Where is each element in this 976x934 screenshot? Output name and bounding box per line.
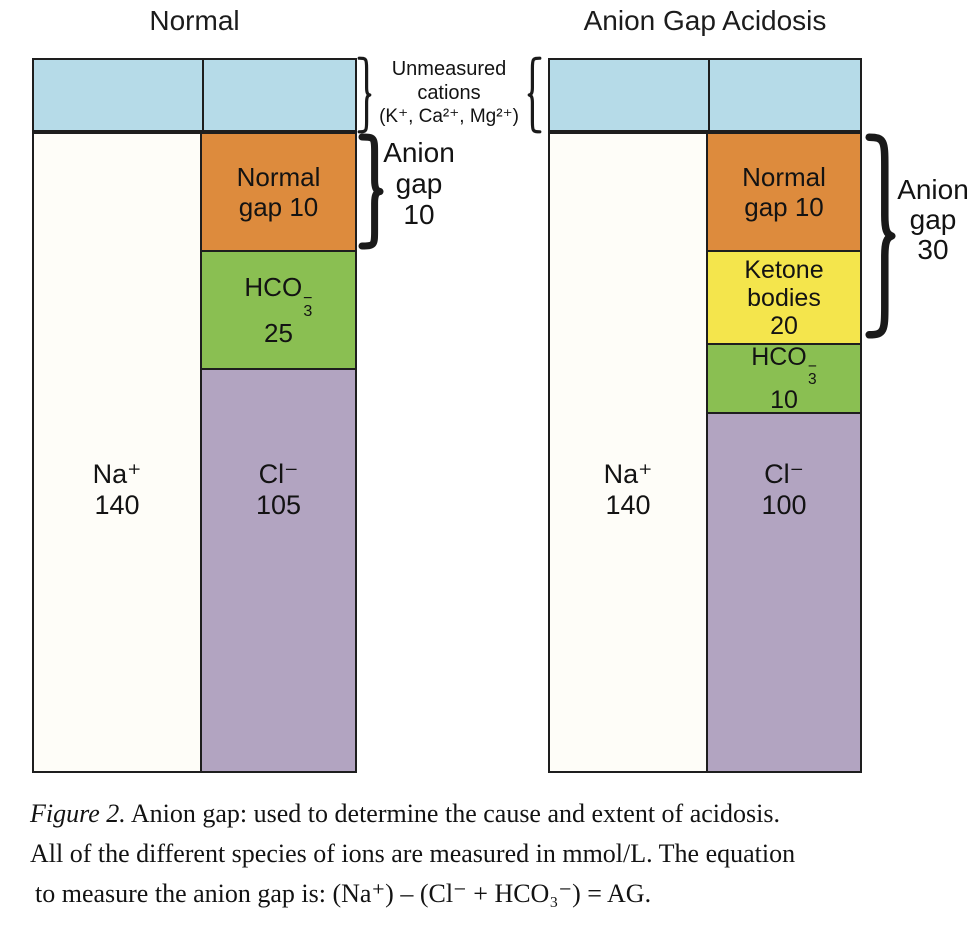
segment-value: 25 bbox=[264, 318, 293, 349]
segment-value: gap 10 bbox=[238, 192, 319, 222]
figure-number: Figure 2. bbox=[30, 799, 126, 828]
column-divider bbox=[202, 60, 204, 130]
unmeasured-cations-band-right bbox=[548, 58, 862, 132]
ion-value: 140 bbox=[605, 490, 651, 520]
panel-title-normal: Normal bbox=[149, 5, 240, 36]
na-label-right: Na⁺ 140 bbox=[548, 459, 708, 521]
segment-cl-right bbox=[708, 412, 860, 771]
brace-left-icon bbox=[527, 56, 542, 134]
cl-label-right: Cl⁻ 100 bbox=[706, 459, 862, 521]
caption-line-3: to measure the anion gap is: (Na⁺) – (Cl… bbox=[35, 879, 652, 908]
ion-symbol: Cl⁻ bbox=[764, 459, 804, 489]
segment-label: bodies bbox=[747, 283, 821, 312]
unmeasured-cations-label: Unmeasured cations (K⁺, Ca²⁺, Mg²⁺) bbox=[379, 58, 519, 127]
segment-value: 10 bbox=[770, 386, 798, 415]
segment-value: gap 10 bbox=[744, 192, 824, 222]
anion-gap-brace-right-icon bbox=[865, 133, 896, 339]
cl-label-left: Cl⁻ 105 bbox=[200, 459, 357, 521]
segment-label: Normal bbox=[742, 162, 826, 192]
anion-gap-label-right: Anion gap 30 bbox=[897, 174, 969, 265]
segment-label: Ketone bbox=[744, 255, 824, 284]
anion-gap-label-left: Anion gap 10 bbox=[383, 137, 455, 230]
panel-title-anion-gap-acidosis: Anion Gap Acidosis bbox=[583, 5, 827, 36]
segment-normal-gap-left: Normal gap 10 bbox=[202, 134, 355, 250]
brace-right-icon bbox=[357, 56, 372, 134]
anion-column-right: Normal gap 10 Ketone bodies 20 HCO−3 10 bbox=[706, 132, 862, 773]
sub-sup-group: −3 bbox=[807, 358, 817, 388]
segment-normal-gap-right: Normal gap 10 bbox=[708, 134, 860, 250]
ion-symbol: Na⁺ bbox=[92, 459, 142, 489]
segment-ketone-bodies-right: Ketone bodies 20 bbox=[708, 250, 860, 343]
anion-column-left: Normal gap 10 HCO−3 25 bbox=[200, 132, 357, 773]
segment-hco3-right: HCO−3 10 bbox=[708, 342, 860, 415]
unmeasured-cations-band-left bbox=[32, 58, 357, 132]
segment-label: Normal bbox=[236, 162, 321, 192]
sub-sup-group: −3 bbox=[303, 288, 313, 320]
segment-hco3-left: HCO−3 25 bbox=[202, 250, 355, 368]
figure-caption: Figure 2. Anion gap: used to determine t… bbox=[30, 794, 970, 914]
caption-line-1: Figure 2. Anion gap: used to determine t… bbox=[30, 799, 780, 828]
ion-symbol: Cl⁻ bbox=[258, 459, 299, 489]
segment-label: HCO−3 bbox=[751, 342, 817, 388]
caption-line-2: All of the different species of ions are… bbox=[30, 839, 796, 868]
segment-value: 20 bbox=[770, 311, 798, 340]
segment-label: HCO−3 bbox=[244, 271, 313, 320]
na-label-left: Na⁺ 140 bbox=[32, 459, 202, 521]
ion-symbol: Na⁺ bbox=[603, 459, 653, 489]
ion-value: 105 bbox=[255, 490, 302, 520]
anion-gap-brace-left-icon bbox=[358, 133, 384, 250]
ion-value: 100 bbox=[761, 490, 807, 520]
cation-column-right bbox=[548, 132, 708, 773]
cation-column-left bbox=[32, 132, 202, 773]
ion-value: 140 bbox=[94, 490, 140, 520]
segment-cl-left bbox=[202, 368, 355, 771]
column-divider bbox=[708, 60, 710, 130]
